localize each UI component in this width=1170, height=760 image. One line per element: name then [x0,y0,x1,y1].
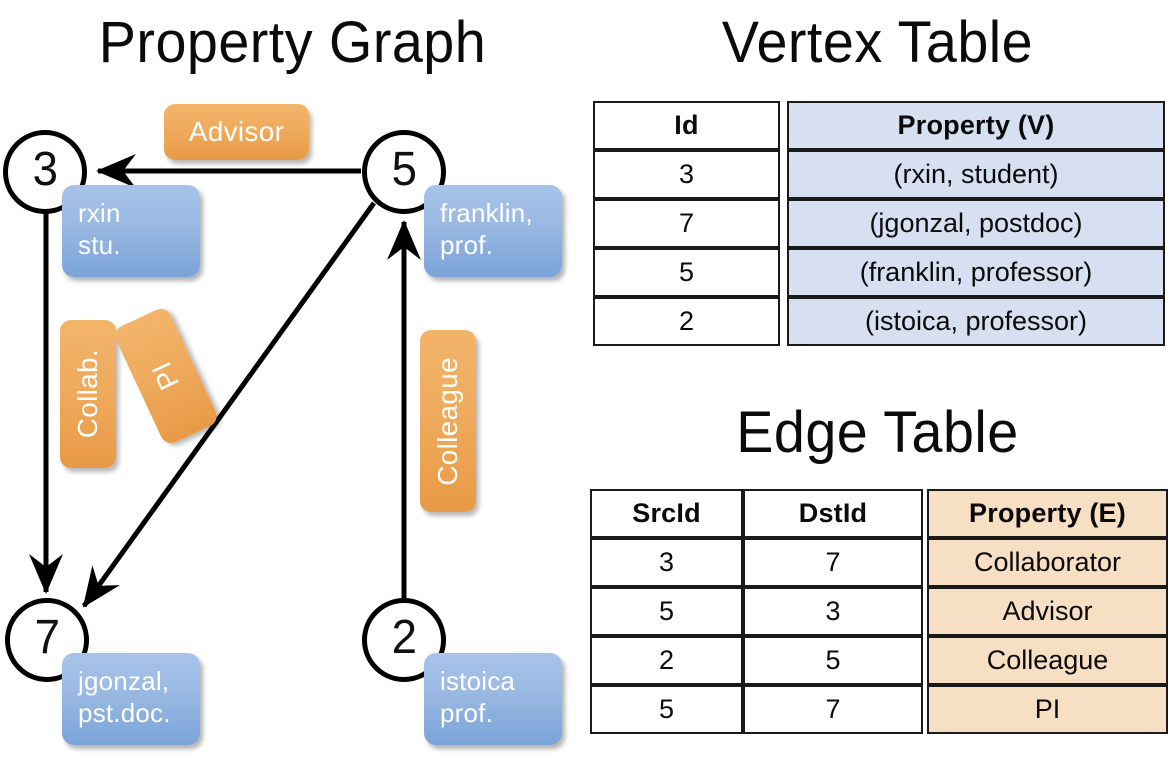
vertex-table-column-gap [780,248,787,297]
table-row: 5 (franklin, professor) [593,248,1165,297]
edge-label-advisor-text: Advisor [188,116,285,147]
graph-node-7-label: 7 [34,611,60,664]
page-title-property-graph: Property Graph [98,10,487,75]
table-row: 2 (istoica, professor) [593,297,1165,346]
table-row: 5 3 Advisor [590,587,1168,636]
vertex-property-callout-5: franklin, prof. [424,185,562,277]
property-graph-diagram: 3 5 7 2 rxin stu. franklin, prof. jgonza… [3,104,562,745]
edge-cell-property: Advisor [927,587,1168,636]
edge-label-callout-advisor: Advisor [164,104,309,160]
edge-cell-srcid: 5 [590,685,743,734]
vertex-cell-property: (rxin, student) [787,150,1165,199]
table-row: 5 7 PI [590,685,1168,734]
edge-label-callout-colleague: Colleague [420,330,476,512]
table-row: 3 (rxin, student) [593,150,1165,199]
edge-cell-property: PI [927,685,1168,734]
table-row: 2 5 Colleague [590,636,1168,685]
edge-cell-srcid: 2 [590,636,743,685]
graph-node-2-label: 2 [391,611,417,664]
vertex-table-column-gap [780,101,787,150]
vertex-cell-property: (istoica, professor) [787,297,1165,346]
table-row: 3 7 Collaborator [590,538,1168,587]
edge-table-header-row: SrcId DstId Property (E) [590,489,1168,538]
edge-cell-property: Collaborator [927,538,1168,587]
graph-edge-lines [29,154,421,608]
edge-cell-dstid: 3 [743,587,923,636]
edge-label-pi-text: PI [145,357,186,396]
vertex-table-header-row: Id Property (V) [593,101,1165,150]
vertex-table-header-id: Id [593,101,780,150]
vertex-property-callout-7: jgonzal, pst.doc. [62,653,200,745]
vertex-cell-id: 7 [593,199,780,248]
edge-cell-dstid: 5 [743,636,923,685]
edge-label-collab-text: Collab. [72,349,103,439]
vertex-cell-id: 5 [593,248,780,297]
page-title-vertex-table: Vertex Table [721,10,1034,75]
vertex-cell-property: (franklin, professor) [787,248,1165,297]
graph-node-5-label: 5 [391,143,417,196]
graph-node-5[interactable]: 5 [362,130,446,214]
edge-label-colleague-text: Colleague [432,356,463,486]
edge-cell-property: Colleague [927,636,1168,685]
vertex-table: Id Property (V) 3 (rxin, student) 7 (jgo… [593,101,1165,346]
edge-table-header-dstid: DstId [743,489,923,538]
graph-node-2[interactable]: 2 [362,598,446,682]
table-row: 7 (jgonzal, postdoc) [593,199,1165,248]
edge-label-callout-collab: Collab. [60,320,116,468]
vertex-table-header-property: Property (V) [787,101,1165,150]
graph-edge-5-to-7 [81,201,377,608]
edge-table-header-property: Property (E) [927,489,1168,538]
edge-cell-srcid: 3 [590,538,743,587]
vertex-property-callout-2: istoica prof. [424,653,562,745]
edge-cell-dstid: 7 [743,538,923,587]
vertex-table-column-gap [780,150,787,199]
edge-cell-srcid: 5 [590,587,743,636]
edge-table: SrcId DstId Property (E) 3 7 Collaborato… [590,489,1168,734]
vertex-cell-id: 2 [593,297,780,346]
vertex-table-column-gap [780,199,787,248]
page-title-edge-table: Edge Table [736,400,1019,465]
edge-table-header-srcid: SrcId [590,489,743,538]
vertex-table-column-gap [780,297,787,346]
graph-node-3-label: 3 [32,143,58,196]
vertex-cell-id: 3 [593,150,780,199]
vertex-property-callout-3: rxin stu. [62,185,200,277]
edge-cell-dstid: 7 [743,685,923,734]
vertex-cell-property: (jgonzal, postdoc) [787,199,1165,248]
